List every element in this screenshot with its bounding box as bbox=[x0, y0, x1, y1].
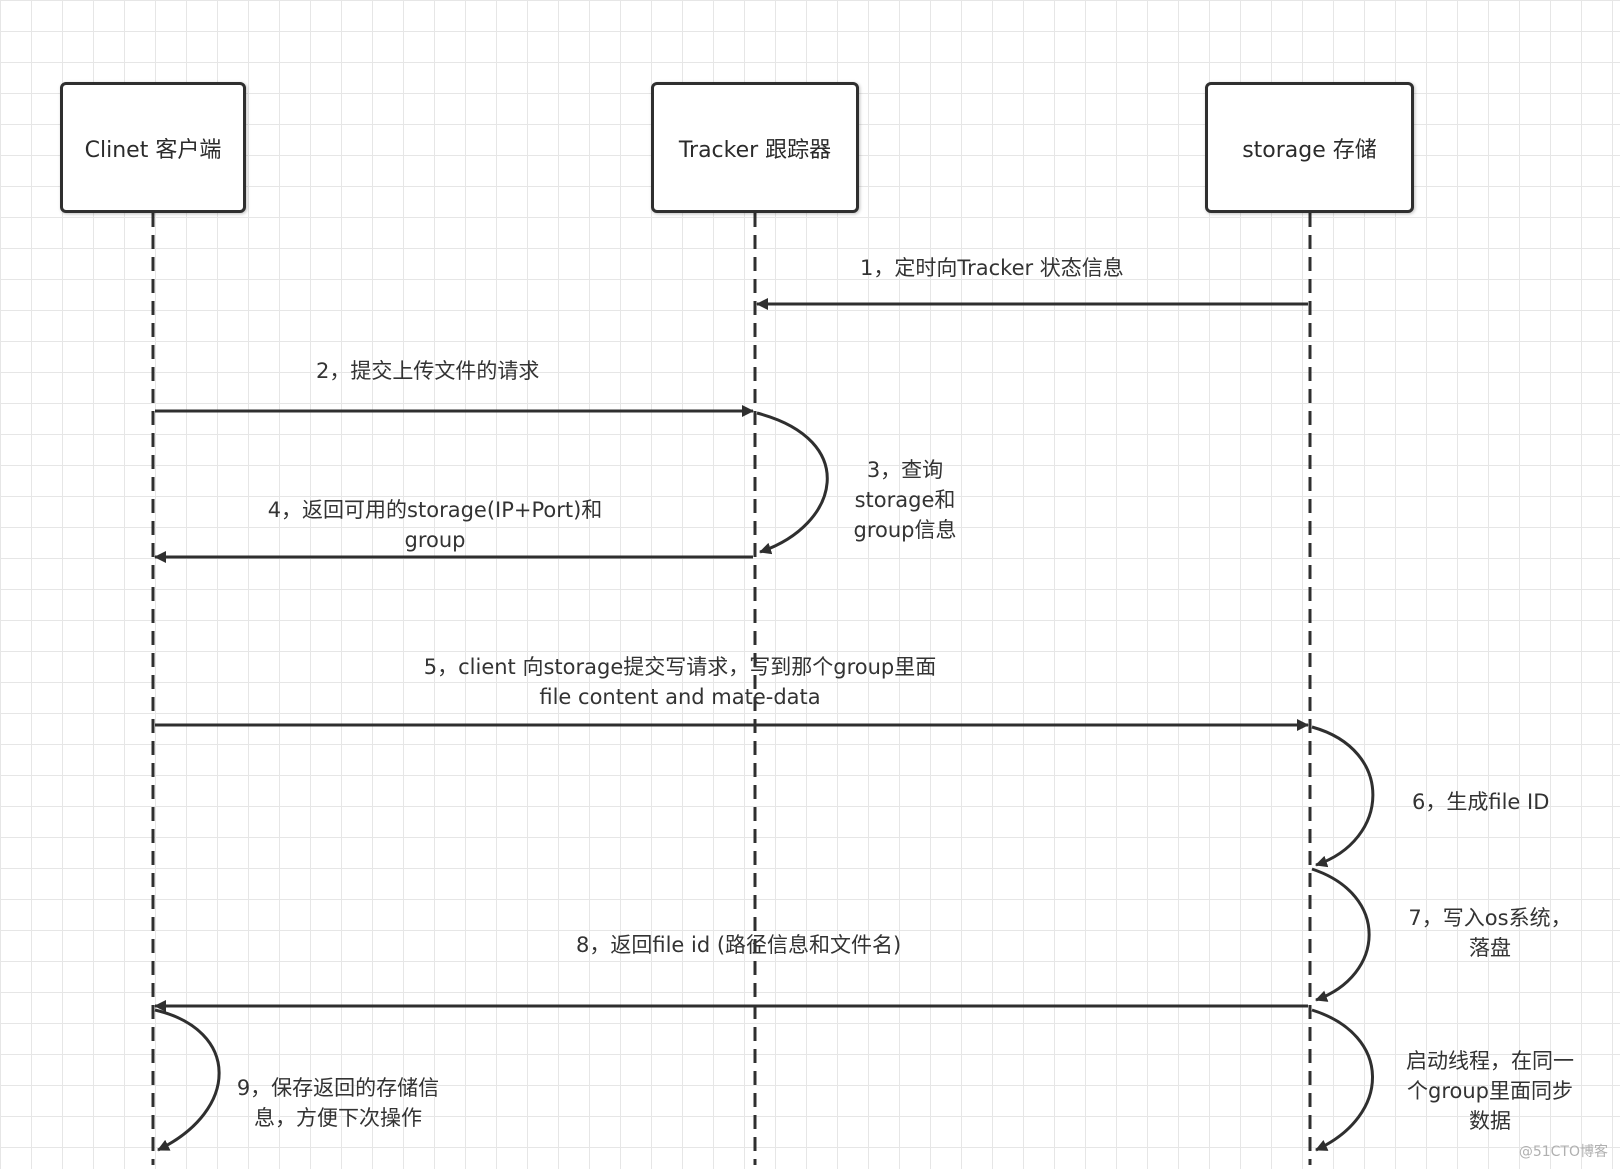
client-actor-label: Clinet 客户端 bbox=[84, 137, 222, 163]
arrow-7-storage-self bbox=[1311, 867, 1371, 1002]
step-6-label: 6，生成file ID bbox=[1412, 790, 1550, 814]
arrow-10-storage-self bbox=[1311, 1008, 1374, 1152]
tracker-actor-box: Tracker 跟踪器 bbox=[651, 82, 859, 213]
step-4-label: 4，返回可用的storage(IP+Port)和 group bbox=[267, 498, 603, 552]
step-8-label: 8，返回file id (路径信息和文件名) bbox=[576, 933, 902, 957]
step-3-label: 3，查询 storage和 group信息 bbox=[853, 458, 957, 542]
storage-actor-box: storage 存储 bbox=[1205, 82, 1414, 213]
arrow-9-client-self bbox=[154, 1008, 221, 1152]
arrow-3-tracker-self bbox=[756, 411, 829, 555]
step-7-label: 7，写入os系统， 落盘 bbox=[1408, 906, 1572, 960]
step-10-label: 启动线程，在同一 个group里面同步 数据 bbox=[1406, 1049, 1574, 1133]
arrow-6-storage-self bbox=[1311, 725, 1375, 868]
step-9-label: 9，保存返回的存储信 息，方便下次操作 bbox=[236, 1076, 440, 1130]
step-5-label: 5，client 向storage提交写请求，写到那个group里面 file … bbox=[423, 655, 937, 709]
step-2-label: 2，提交上传文件的请求 bbox=[316, 359, 540, 383]
storage-actor-label: storage 存储 bbox=[1242, 137, 1377, 163]
step-1-label: 1，定时向Tracker 状态信息 bbox=[860, 256, 1124, 280]
watermark: @51CTO博客 bbox=[1518, 1144, 1608, 1160]
tracker-actor-label: Tracker 跟踪器 bbox=[678, 137, 832, 163]
client-actor-box: Clinet 客户端 bbox=[60, 82, 246, 213]
